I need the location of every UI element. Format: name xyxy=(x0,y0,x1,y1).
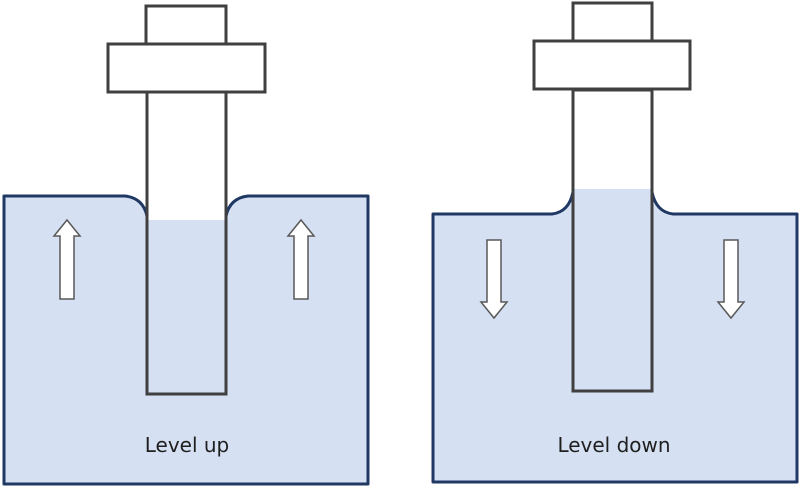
tube-cap-top-left xyxy=(144,4,228,46)
down-arrow-icon xyxy=(479,239,509,320)
panel-level-up: Level up xyxy=(2,4,370,486)
caption-level-up: Level up xyxy=(145,433,230,457)
up-arrow-icon xyxy=(52,218,82,300)
up-arrow-icon xyxy=(286,218,316,300)
panel-level-down: Level down xyxy=(431,1,799,484)
tube-flange-left xyxy=(106,42,267,94)
tube-liquid-left xyxy=(147,220,226,393)
down-arrow-icon xyxy=(716,239,746,320)
tube-liquid-right xyxy=(573,189,652,391)
tube-flange-right xyxy=(532,39,692,91)
tube-cap-top-right xyxy=(571,1,654,43)
caption-level-down: Level down xyxy=(557,433,670,457)
